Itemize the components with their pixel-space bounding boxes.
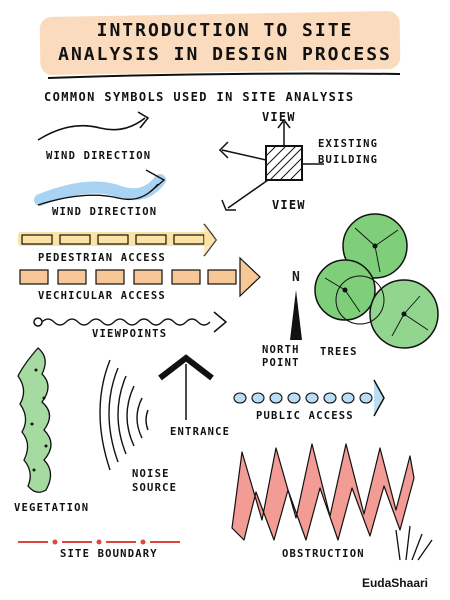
north-letter: N (292, 270, 300, 285)
label-viewpoints: VIEWPOINTS (92, 328, 168, 340)
wind-arrow-1-head (137, 111, 150, 129)
label-vehicular-access: VECHICULAR ACCESS (38, 290, 166, 302)
site-boundary-line (18, 539, 180, 545)
label-public-access: PUBLIC ACCESS (256, 410, 354, 422)
vegetation-icon (17, 347, 52, 493)
label-building: BUILDING (318, 154, 379, 166)
label-point: POINT (262, 357, 300, 369)
wind-arrow-2 (37, 183, 159, 206)
wind-arrow-2-head (145, 169, 166, 193)
viewpoints-arrowhead (213, 311, 228, 333)
subtitle: COMMON SYMBOLS USED IN SITE ANALYSIS (44, 90, 355, 104)
entrance-icon (158, 354, 214, 381)
label-site-boundary: SITE BOUNDARY (60, 548, 158, 560)
building-hatch (265, 145, 303, 181)
viewpoints-squiggle (41, 318, 211, 326)
label-pedestrian-access: PEDESTRIAN ACCESS (38, 252, 166, 264)
viewpoint-origin (33, 317, 43, 327)
north-arrow (290, 290, 302, 340)
label-obstruction: OBSTRUCTION (282, 548, 365, 560)
title-line-2: ANALYSIS IN DESIGN PROCESS (58, 44, 392, 65)
label-vegetation: VEGETATION (14, 502, 90, 514)
label-noise: NOISE (132, 468, 170, 480)
title-line-1: INTRODUCTION TO SITE (96, 20, 354, 41)
obstruction-icon (231, 443, 415, 541)
label-wind-direction-2: WIND DIRECTION (52, 206, 158, 218)
title-underline (47, 72, 401, 79)
pedestrian-dashes (21, 234, 205, 245)
label-existing: EXISTING (318, 138, 379, 150)
label-north: NORTH (262, 344, 300, 356)
view-arrows (218, 118, 324, 211)
label-wind-direction-1: WIND DIRECTION (46, 150, 152, 162)
public-access-dots (233, 392, 373, 404)
label-view-top: VIEW (262, 110, 296, 124)
pedestrian-arrowhead-fill (204, 224, 216, 256)
label-trees: TREES (320, 346, 358, 358)
label-entrance: ENTRANCE (170, 426, 231, 438)
vehicular-blocks (19, 269, 237, 285)
vehicular-arrowhead (239, 256, 261, 298)
wind-band-2 (34, 174, 166, 206)
author-credit: EudaShaari (361, 576, 428, 590)
public-access-arrowhead (373, 379, 385, 417)
label-view-bottom: VIEW (272, 198, 306, 212)
noise-source-icon (99, 359, 149, 471)
label-source: SOURCE (132, 482, 178, 494)
grass-tuft-icon (395, 525, 433, 561)
trees-icon (314, 213, 439, 349)
wind-arrow-1 (37, 117, 146, 141)
